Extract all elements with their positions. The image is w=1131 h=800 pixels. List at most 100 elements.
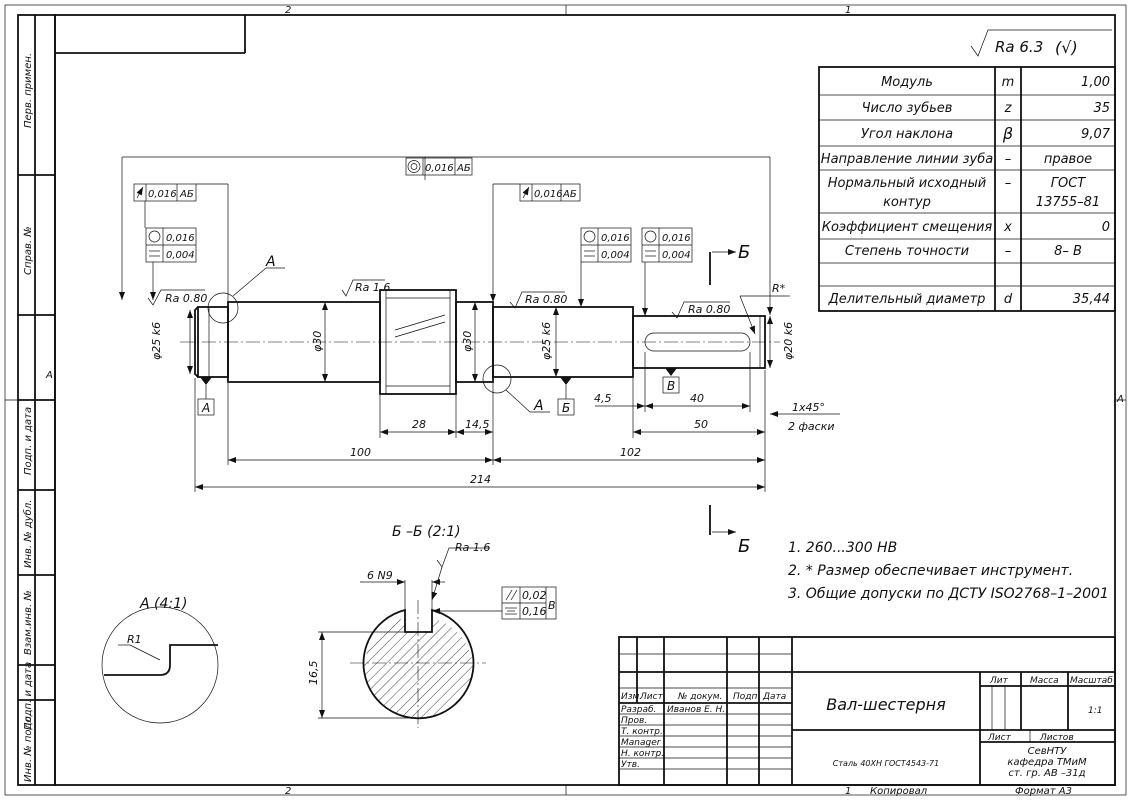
tb-developer: Иванов Е. Н.: [667, 705, 725, 715]
tb-role: Пров.: [621, 716, 647, 726]
base-label: В: [667, 379, 675, 393]
dim-label: 16,5: [307, 661, 320, 686]
dim-label: 214: [470, 473, 491, 486]
param-name: Число зубьев: [862, 101, 953, 116]
roughness-value: Ra 6.3: [995, 38, 1043, 56]
tb-header: Лит: [989, 676, 1009, 686]
section-mark: Б: [738, 536, 750, 557]
side-stamp-label: Перв. примен.: [23, 53, 34, 128]
dim-label: 28: [412, 418, 426, 431]
detail-a-view: [101, 606, 219, 724]
param-value-cont: 13755–81: [1036, 195, 1100, 210]
base-markers: [197, 249, 736, 535]
tol-base: АБ: [456, 163, 471, 174]
dim-label: 40: [690, 392, 704, 405]
tb-role: Т. контр.: [621, 727, 663, 737]
roughness-value: Ra 0.80: [165, 292, 207, 305]
side-stamp-label: Справ. №: [23, 226, 34, 275]
param-value: 9,07: [1081, 127, 1111, 142]
tol-value: 0,016: [601, 233, 630, 244]
dim-label: 50: [694, 418, 708, 431]
roughness-value: Ra 0.80: [525, 293, 567, 306]
param-symbol: β: [1002, 124, 1013, 143]
tb-org: ст. гр. АВ –31д: [1008, 768, 1085, 779]
dim-label: 6 N9: [367, 569, 393, 582]
tolerance-frames: [133, 157, 693, 316]
param-value: 8– В: [1054, 244, 1082, 259]
base-label: А: [201, 401, 210, 415]
note-line: 1. 260...300 НВ: [788, 540, 897, 556]
tol-value: 0,016: [425, 163, 454, 174]
tol-value: 0,004: [662, 250, 691, 261]
shaft-main-view: [180, 289, 780, 395]
dim-label: R*: [772, 282, 786, 295]
tb-header: Масштаб: [1070, 676, 1113, 686]
side-stamp-label: Взам.инв. №: [23, 590, 34, 655]
param-symbol: –: [1005, 152, 1012, 167]
tol-base: АБ: [179, 189, 194, 200]
detail-callout: А: [533, 398, 544, 414]
tb-header: Лист: [987, 733, 1012, 743]
dim-label: φ25 k6: [150, 322, 163, 360]
tol-value: 0,004: [166, 250, 195, 261]
detail-callout: А: [265, 254, 276, 270]
roughness-suffix: (√): [1055, 38, 1078, 57]
technical-notes: 1. 260...300 НВ 2. * Размер обеспечивает…: [788, 540, 1109, 602]
zone-label: 1: [845, 5, 851, 16]
dim-label: 2 фаски: [788, 420, 834, 433]
tb-format: Формат А3: [1015, 786, 1072, 797]
zone-label: A: [45, 370, 53, 381]
zone-label: 2: [285, 5, 291, 16]
tb-header: Масса: [1030, 676, 1059, 686]
note-line: 2. * Размер обеспечивает инструмент.: [788, 563, 1073, 579]
base-label: Б: [562, 401, 570, 415]
param-value: 35: [1093, 101, 1110, 116]
tb-role: Утв.: [621, 760, 640, 770]
param-value: ГОСТ: [1051, 176, 1087, 191]
gear-params-table: [818, 66, 1116, 312]
tb-role: Н. контр.: [621, 749, 664, 759]
param-name: Делительный диаметр: [828, 292, 986, 307]
param-symbol: z: [1004, 101, 1013, 116]
param-name: Направление линии зуба: [821, 152, 993, 167]
tol-value: 0,004: [601, 250, 630, 261]
param-value: 0: [1102, 220, 1110, 235]
tol-base: АБ: [562, 189, 577, 200]
tol-value: 0,016: [166, 233, 195, 244]
dimension-lines: [119, 156, 840, 492]
dim-label: φ25 k6: [540, 322, 553, 360]
param-symbol: x: [1003, 220, 1012, 235]
zone-label: 1: [845, 786, 851, 797]
note-line: 3. Общие допуски по ДСТУ ISO2768–1–2001: [788, 586, 1109, 602]
tb-org: кафедра ТМиМ: [1007, 757, 1087, 768]
tb-header: Изм.: [621, 692, 642, 702]
param-name: Степень точности: [845, 244, 969, 259]
dim-label: 1х45°: [792, 401, 825, 414]
param-symbol: –: [1005, 176, 1012, 191]
tb-copied: Копировал: [870, 786, 928, 797]
tol-value: 0,02: [522, 589, 547, 602]
param-value: правое: [1044, 152, 1092, 167]
param-name: Нормальный исходный: [828, 176, 987, 191]
section-title: Б –Б (2:1): [392, 524, 461, 540]
param-symbol: d: [1004, 292, 1013, 307]
param-symbol: m: [1002, 75, 1015, 90]
tb-header: № докум.: [677, 692, 722, 702]
dim-label: 102: [620, 446, 641, 459]
roughness-value: Ra 1.6: [355, 281, 390, 294]
roughness-value: Ra 0.80: [688, 303, 730, 316]
side-stamp-label: Инв. № подл.: [23, 713, 34, 782]
tb-material: Сталь 40ХН ГОСТ4543-71: [833, 759, 939, 768]
tb-header: Дата: [762, 692, 786, 702]
tol-base: В: [548, 599, 556, 612]
tb-part-name: Вал-шестерня: [826, 695, 946, 714]
dim-label: 100: [350, 446, 371, 459]
tb-scale: 1:1: [1088, 706, 1102, 716]
dim-label: φ30: [461, 331, 474, 352]
tb-header: Листов: [1039, 733, 1074, 743]
roughness-sign: [970, 29, 1112, 57]
side-stamp-label: Подп. и дата: [23, 662, 34, 730]
side-stamp: [17, 14, 56, 786]
zone-label: 2: [285, 786, 291, 797]
